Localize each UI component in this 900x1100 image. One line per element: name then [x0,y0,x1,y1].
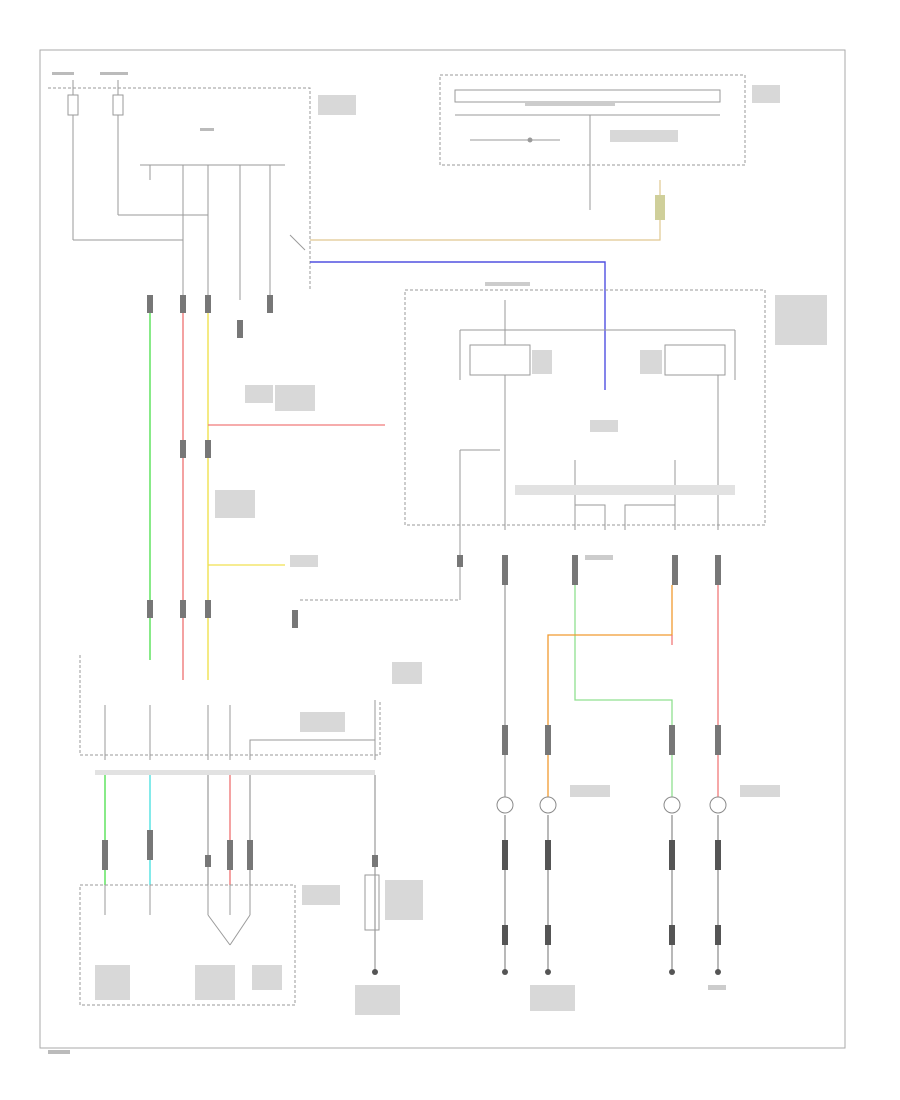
diagram-frame [39,49,846,1049]
wire-orange-hl [547,585,673,800]
fuse-relay-box [48,80,311,300]
pin-labels [95,770,375,775]
corner-code [48,1050,70,1054]
control-unit-label [752,85,780,103]
junction-label [215,490,255,518]
relay-right-label [640,350,662,374]
headlight-lower-connectors [502,840,721,945]
relay-box-label [775,295,827,345]
wire-tan-signal [310,180,661,241]
headlight-switch-label [195,965,235,1000]
ground-label-2 [275,385,315,411]
right-headlight-label [740,785,780,797]
ground-icon [372,969,378,975]
relay-label [200,128,214,131]
ground-left-label [355,985,400,1015]
right-connectors [457,555,721,585]
combination-switch-label [302,885,340,905]
ground-sensor-label [385,880,423,920]
passing-switch-label [252,965,282,990]
left-connectors [147,295,298,628]
switch-label [590,420,618,432]
ground-label-right [708,985,726,990]
module-label [318,95,356,115]
power-source-label-2 [100,72,128,75]
headlight-connectors [502,725,721,755]
fuse-box-label [485,282,530,286]
combination-switch [79,884,296,1006]
wire-lightgreen-hl [574,585,673,800]
fuse-labels [515,485,735,495]
ground-label-1 [245,385,273,403]
headlight-ground-wires [504,815,719,970]
control-unit-lower-label [300,712,345,732]
lower-connectors [102,830,378,870]
power-module-label [392,662,422,684]
bulb-icon [496,796,727,814]
sensor-label [610,130,678,142]
left-headlight-label [570,785,610,797]
combination-control-unit [79,655,381,760]
relay-coil-icon [364,874,380,931]
control-unit-box [439,74,746,210]
control-unit-caption [525,102,615,106]
wire-blue-signal [310,261,606,390]
relay-left-label [532,350,552,374]
power-source-label-1 [52,72,74,75]
ground-icon [502,969,721,975]
ground-label-center [530,985,575,1011]
indicator-label [290,555,318,567]
headlight-relay-box [300,289,766,601]
tan-wire-label [655,195,665,220]
dimmer-switch-label [95,965,130,1000]
circuit-label [585,555,613,560]
